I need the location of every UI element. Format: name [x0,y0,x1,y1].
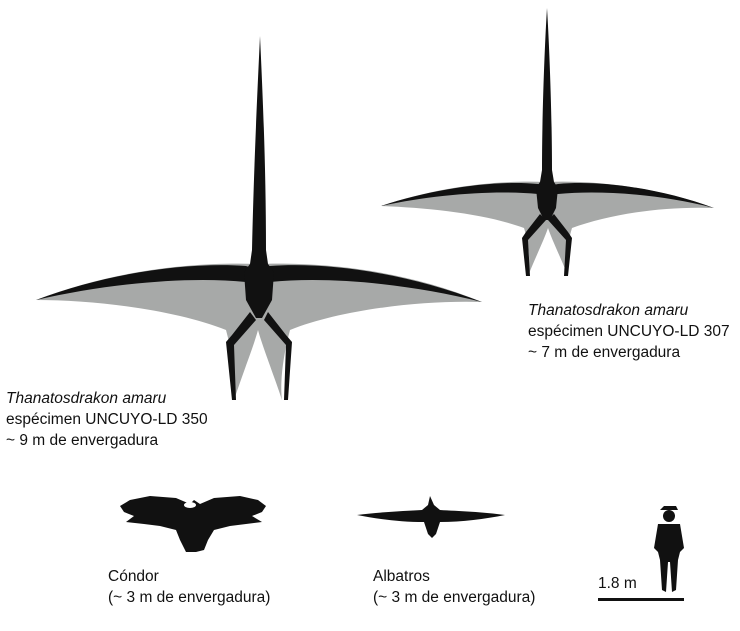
label-albatros: Albatros (~ 3 m de envergadura) [373,566,535,608]
wingspan-text: (~ 3 m de envergadura) [108,589,271,606]
specimen-id: espécimen UNCUYO-LD 307 [528,323,730,340]
label-condor: Cóndor (~ 3 m de envergadura) [108,566,270,608]
species-name: Thanatosdrakon amaru [528,302,689,319]
bird-name: Albatros [373,568,430,585]
pterosaur-silhouette-large [36,36,482,400]
label-specimen-350: Thanatosdrakon amaru espécimen UNCUYO-LD… [6,388,208,451]
specimen-id: espécimen UNCUYO-LD 350 [6,411,208,428]
human-silhouette [654,506,684,592]
scale-bar [598,598,684,601]
wingspan-text: ~ 7 m de envergadura [528,344,681,361]
pterosaur-silhouette-small [381,8,714,276]
scale-bar-label: 1.8 m [598,575,637,592]
albatross-silhouette [357,496,505,538]
species-name: Thanatosdrakon amaru [6,390,167,407]
bird-name: Cóndor [108,568,159,585]
wingspan-text: (~ 3 m de envergadura) [373,589,536,606]
label-specimen-307: Thanatosdrakon amaru espécimen UNCUYO-LD… [528,300,730,363]
wingspan-text: ~ 9 m de envergadura [6,432,159,449]
condor-silhouette [120,496,266,552]
